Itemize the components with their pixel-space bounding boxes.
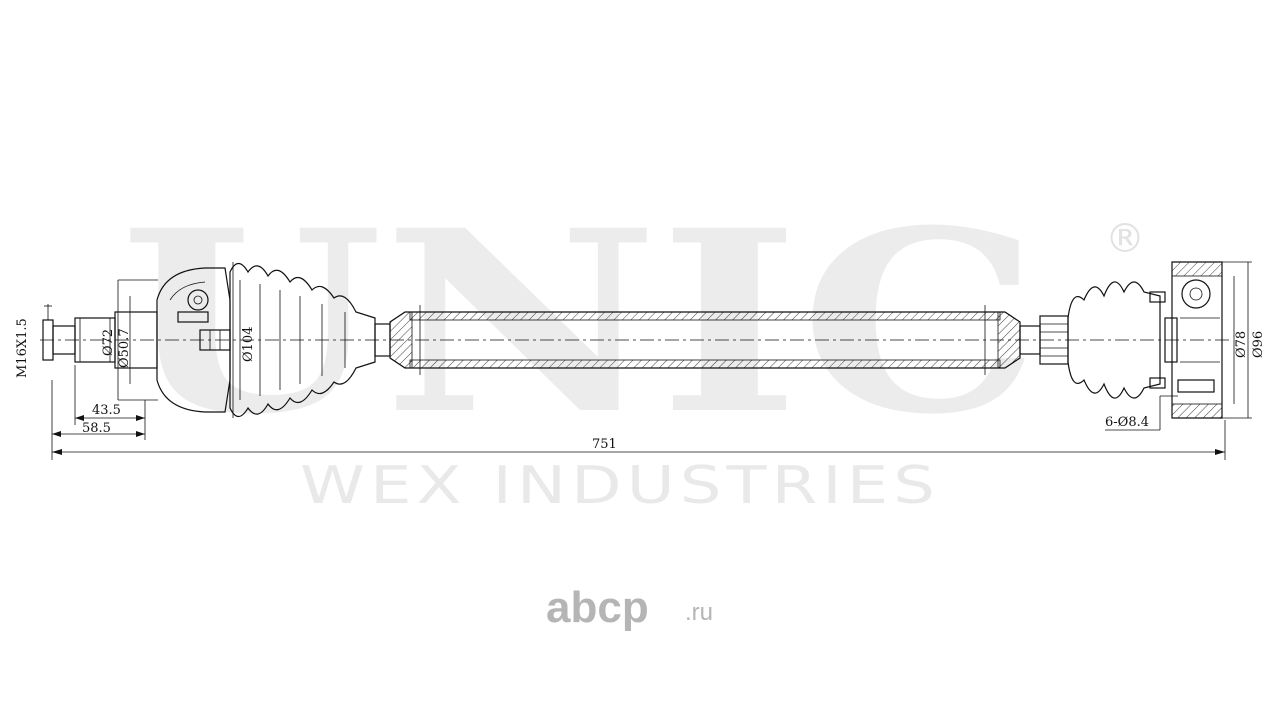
len-58-5-label: 58.5 — [82, 421, 111, 436]
site-logo-tld: .ru — [685, 599, 713, 626]
total-length-label: 751 — [592, 437, 617, 452]
dia-104-label: Ø104 — [241, 327, 256, 362]
holes-label: 6-Ø8.4 — [1105, 415, 1149, 430]
dimension-lines — [51, 261, 1252, 460]
left-stub-thread — [42, 304, 158, 369]
dia-50-7-label: Ø50.7 — [117, 328, 132, 368]
dia-96-label: Ø96 — [1251, 331, 1266, 358]
watermark-brand: UNIC — [120, 175, 1040, 469]
inner-boot — [1067, 281, 1166, 399]
len-43-5-label: 43.5 — [92, 403, 121, 418]
dia-78-label: Ø78 — [1234, 331, 1249, 358]
site-logo: abcp .ru — [546, 583, 713, 632]
main-shaft — [374, 305, 1041, 375]
watermark-company: WEX INDUSTRIES — [300, 456, 940, 516]
outer-boot — [229, 262, 376, 418]
brand-watermark: UNIC ® WEX INDUSTRIES — [120, 175, 1145, 516]
dimension-labels: M16X1.5 Ø72 Ø50.7 Ø104 43.5 58.5 751 Ø78… — [15, 318, 1266, 452]
watermark-registered: ® — [1105, 216, 1145, 262]
dia-72-label: Ø72 — [101, 329, 116, 356]
thread-label: M16X1.5 — [15, 318, 30, 378]
site-logo-name: abcp — [546, 583, 649, 632]
